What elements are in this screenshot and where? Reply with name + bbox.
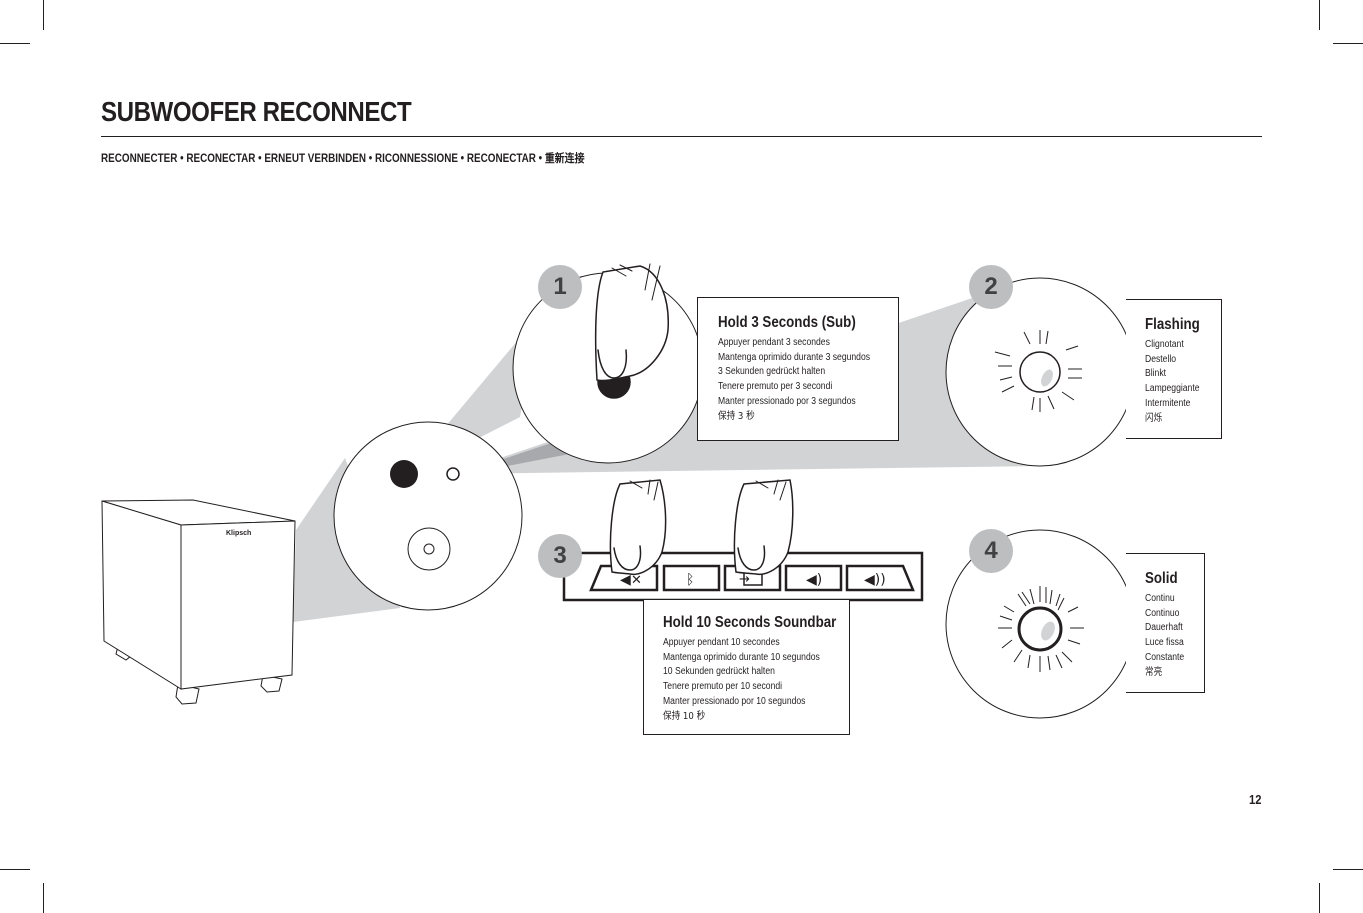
crop-mark: [1333, 869, 1363, 870]
crop-mark: [0, 869, 30, 870]
klipsch-logo: Klipsch: [226, 530, 251, 537]
page-number: 12: [1249, 792, 1262, 807]
step1-caption: Hold 3 Seconds (Sub) Appuyer pendant 3 s…: [697, 297, 899, 441]
step3-line: Appuyer pendant 10 secondes: [663, 637, 780, 648]
crop-mark: [43, 0, 44, 30]
step4-line: Constante: [1145, 651, 1185, 663]
step2-heading: Flashing: [1145, 316, 1200, 333]
reconnect-button-dot: [390, 460, 418, 488]
bluetooth-icon: ᛒ: [686, 572, 694, 588]
subwoofer: [101, 499, 296, 705]
step1-line: Manter pressionado por 3 segundos: [718, 395, 856, 407]
step1-line: Mantenga oprimido durante 3 segundos: [718, 351, 871, 363]
finger-icon: [594, 263, 669, 399]
step2-caption: Flashing Clignotant Destello Blinkt Lamp…: [1126, 299, 1222, 439]
power-knob-inner: [423, 543, 435, 555]
step-badge-1: 1: [538, 265, 582, 309]
crop-mark: [43, 883, 44, 913]
step1-line: 3 Sekunden gedrückt halten: [718, 366, 826, 378]
panel-zoom-circle: [333, 421, 523, 611]
solid-rays: [998, 586, 1084, 672]
step-badge-3: 3: [538, 534, 582, 578]
step2-line: Blinkt: [1145, 368, 1167, 380]
mute-icon: ◀: [620, 572, 631, 588]
step2-line: Intermitente: [1145, 397, 1191, 409]
solid-led-icon: [1017, 606, 1063, 652]
finger-icon: [609, 479, 794, 576]
flash-rays: [994, 330, 1082, 412]
svg-text:✕: ✕: [631, 573, 642, 588]
step4-line: Continu: [1145, 593, 1175, 604]
step1-heading: Hold 3 Seconds (Sub): [718, 314, 856, 331]
step3-line: Manter pressionado por 10 segundos: [663, 695, 806, 707]
step3-line: 10 Sekunden gedrückt halten: [663, 666, 775, 678]
step4-line: 常亮: [1145, 666, 1163, 678]
page-title: SUBWOOFER RECONNECT: [101, 96, 412, 127]
step3-line: Tenere premuto per 10 secondi: [663, 681, 783, 693]
crop-mark: [0, 43, 30, 44]
step4-caption: Solid Continu Continuo Dauerhaft Luce fi…: [1126, 553, 1205, 693]
step4-line: Dauerhaft: [1145, 622, 1183, 634]
led-dot: [446, 467, 460, 481]
step4-heading: Solid: [1145, 570, 1178, 587]
step1-line: Tenere premuto per 3 secondi: [718, 381, 833, 393]
step-badge-2: 2: [969, 265, 1013, 309]
step2-line: Lampeggiante: [1145, 383, 1200, 395]
step-badge-4: 4: [969, 529, 1013, 573]
step3-line: 保持 10 秒: [663, 710, 706, 722]
soundbar-buttons: [589, 564, 915, 592]
step3-line: Mantenga oprimido durante 10 segundos: [663, 651, 820, 663]
volume-down-icon: ◀): [806, 572, 822, 588]
flashing-led-icon: [1019, 351, 1061, 393]
step1-line: 保持 3 秒: [718, 410, 755, 422]
svg-text:→: →: [739, 572, 750, 587]
step4-line: Continuo: [1145, 607, 1180, 619]
step2-line: 闪烁: [1145, 412, 1163, 424]
crop-mark: [1319, 0, 1320, 30]
step1-line: Appuyer pendant 3 secondes: [718, 337, 830, 348]
page-subtitle: RECONNECTER • RECONECTAR • ERNEUT VERBIN…: [101, 153, 585, 165]
step4-line: Luce fissa: [1145, 637, 1184, 649]
volume-up-icon: ◀)): [864, 572, 886, 588]
title-rule: [101, 136, 1262, 137]
soundbar-button-icons: ◀ ✕ ᛒ → ◀) ◀)): [620, 569, 886, 588]
step2-line: Destello: [1145, 353, 1177, 365]
crop-mark: [1333, 43, 1363, 44]
step2-line: Clignotant: [1145, 339, 1184, 350]
crop-mark: [1319, 883, 1320, 913]
step3-caption: Hold 10 Seconds Soundbar Appuyer pendant…: [643, 600, 850, 735]
step3-heading: Hold 10 Seconds Soundbar: [663, 614, 837, 631]
